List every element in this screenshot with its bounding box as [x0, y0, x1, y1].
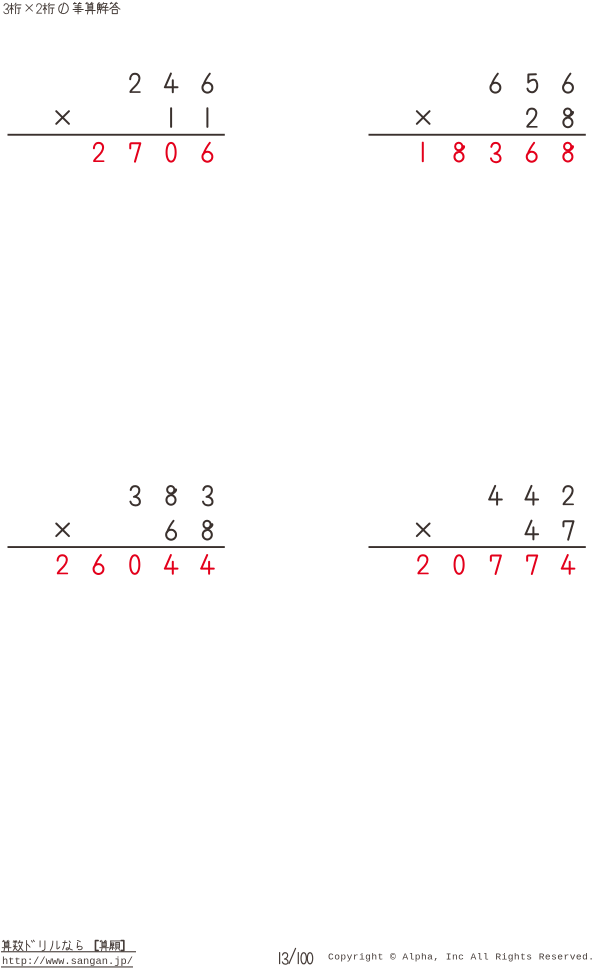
svg-text:Copyright © Alpha, Inc All Rig: Copyright © Alpha, Inc All Rights Reserv… — [328, 951, 594, 962]
svg-text:http://www.sangan.jp/: http://www.sangan.jp/ — [2, 956, 133, 968]
